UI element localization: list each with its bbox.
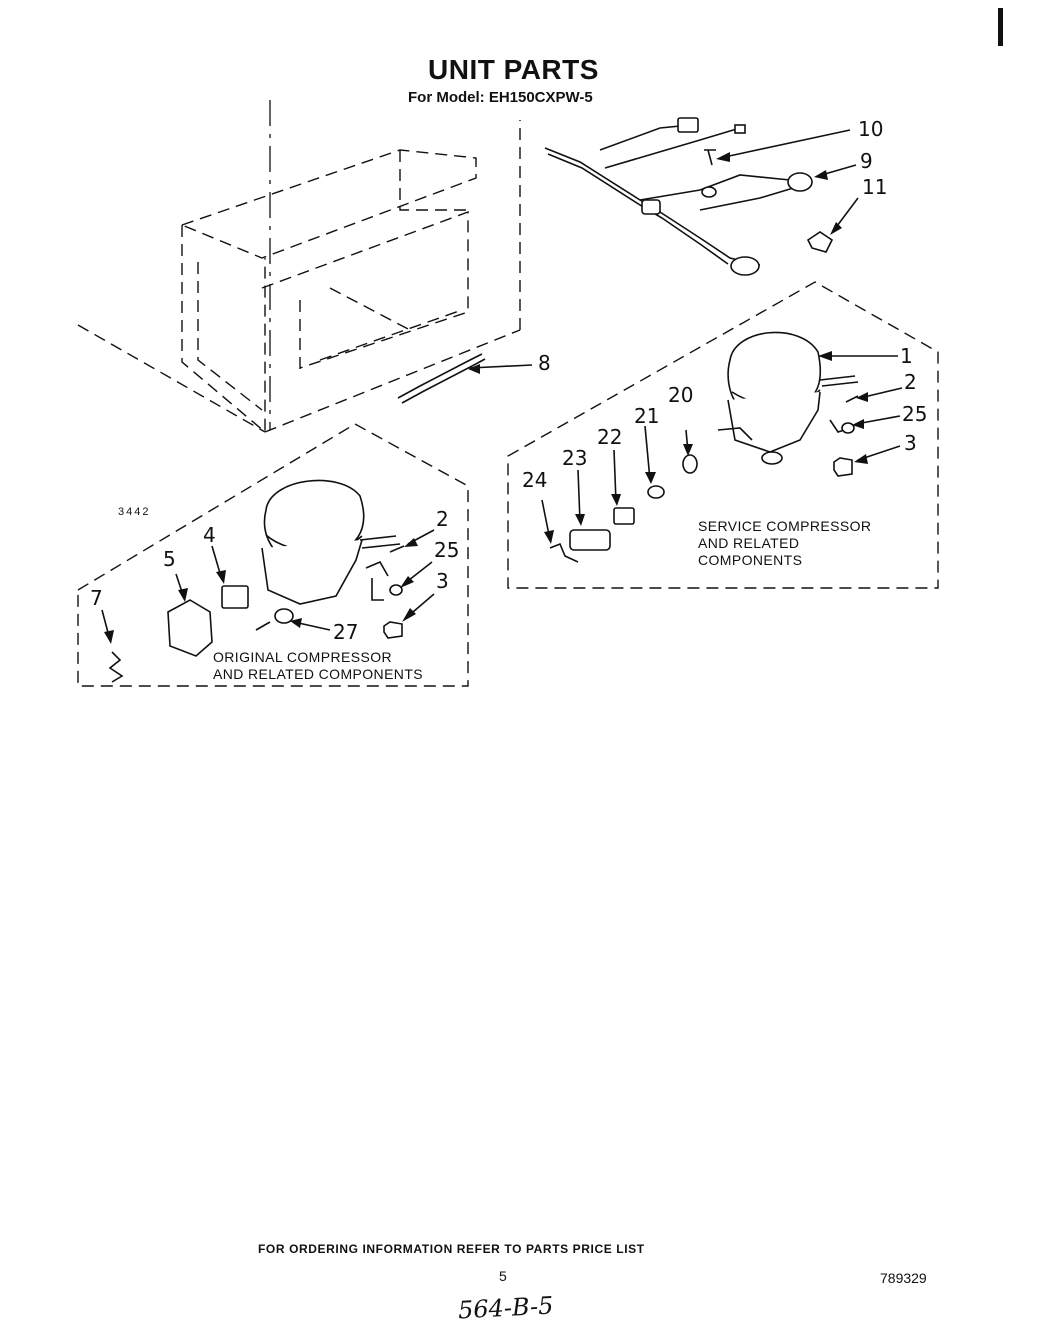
callout-10: 10 [858, 117, 884, 141]
callout-20: 20 [668, 383, 694, 407]
drawing-number: 3442 [118, 506, 151, 518]
service-section-line-1: SERVICE COMPRESSOR [698, 518, 872, 534]
callout-9: 9 [860, 149, 873, 173]
original-section-line-2: AND RELATED COMPONENTS [213, 666, 424, 682]
document-number: 789329 [880, 1270, 927, 1286]
callout-24: 24 [522, 468, 548, 492]
ordering-note: FOR ORDERING INFORMATION REFER TO PARTS … [258, 1242, 645, 1256]
handwritten-note: 564-B-5 [457, 1291, 555, 1325]
callout-25-service: 25 [902, 402, 928, 426]
callout-3-original: 3 [436, 569, 449, 593]
drier-part-8 [397, 353, 533, 404]
cabinet-illustration [77, 100, 521, 434]
callout-27: 27 [333, 620, 359, 644]
original-compressor-region [77, 423, 469, 687]
callout-2-original: 2 [436, 507, 449, 531]
callout-1: 1 [900, 344, 913, 368]
callout-8: 8 [538, 351, 551, 375]
callout-23: 23 [562, 446, 588, 470]
service-section-line-3: COMPONENTS [698, 552, 803, 568]
service-compressor-region [507, 281, 939, 589]
callout-2-service: 2 [904, 370, 917, 394]
callout-3-service: 3 [904, 431, 917, 455]
callout-11: 11 [862, 175, 888, 199]
corner-mark [998, 8, 1003, 46]
original-section-line-1: ORIGINAL COMPRESSOR [213, 649, 392, 665]
page-number: 5 [499, 1268, 507, 1284]
callout-4: 4 [203, 523, 216, 547]
page-title: UNIT PARTS [428, 54, 599, 85]
wire-harness-illustration [544, 117, 859, 276]
callout-21: 21 [634, 404, 660, 428]
service-section-line-2: AND RELATED [698, 535, 800, 551]
callout-7: 7 [90, 586, 103, 610]
callout-25-original: 25 [434, 538, 460, 562]
callout-22: 22 [597, 425, 623, 449]
model-subtitle: For Model: EH150CXPW-5 [408, 89, 593, 106]
callout-5: 5 [163, 547, 176, 571]
